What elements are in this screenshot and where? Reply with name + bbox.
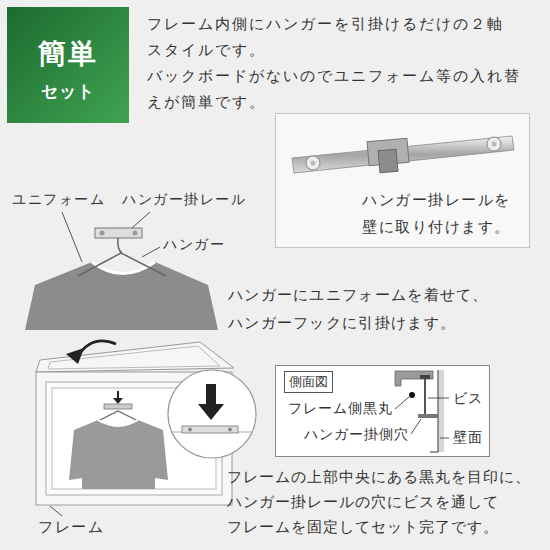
photo-caption: ハンガー掛レールを 壁に取り付けます。	[362, 187, 524, 241]
uniform-drawing-part	[100, 231, 105, 236]
rail-photo-part	[306, 156, 320, 170]
view-tab: 側面図	[284, 371, 333, 393]
rail-photo-part	[292, 136, 514, 173]
rail-photo-part	[311, 161, 316, 166]
rail-box-ground-part	[275, 113, 530, 248]
uniform-drawing-part	[25, 262, 218, 330]
uniform-drawing-part	[133, 231, 138, 236]
part-label: ビス	[453, 390, 483, 408]
side-view-drawing-part	[395, 371, 433, 386]
frame-drawing-part	[168, 370, 256, 458]
frame-drawing-part	[117, 391, 119, 399]
uniform-drawing-part	[78, 253, 166, 276]
side-view-drawing-part	[409, 392, 415, 398]
frame-drawing-part	[48, 346, 220, 369]
side-view-drawing-part	[411, 419, 421, 434]
frame-drawing-part	[113, 398, 123, 404]
part-label: ハンガー掛側穴	[304, 426, 409, 444]
part-label: ユニフォーム	[12, 191, 105, 209]
frame-drawing-part	[98, 420, 138, 426]
badge-subtitle: セット	[7, 80, 129, 103]
part-label: ハンガー	[163, 236, 225, 254]
uniform-drawing-part	[95, 228, 142, 238]
side-view-drawing-part	[437, 370, 438, 452]
frame-drawing-part	[36, 342, 234, 372]
rail-box-ground	[275, 113, 530, 248]
frame-drawing-part	[198, 404, 224, 420]
frame-drawing-part	[188, 428, 192, 432]
badge-title: 簡単	[7, 35, 129, 73]
uniform-drawing-part	[132, 212, 150, 228]
side-view-ground	[275, 365, 490, 457]
frame-drawing-part	[66, 348, 84, 364]
photo-box: ハンガー掛レールを 壁に取り付けます。	[275, 113, 530, 248]
side-view-ground-part	[275, 365, 490, 457]
side-view-drawing-part	[420, 375, 430, 379]
uniform-drawing-part	[142, 247, 160, 257]
uniform-drawing-part	[62, 212, 82, 262]
side-view-drawing-part	[428, 398, 449, 399]
side-view-drawing-part	[438, 370, 444, 452]
frame-drawing-part	[50, 506, 62, 516]
frame-drawing-part	[69, 420, 168, 489]
side-view-drawing-part	[440, 438, 449, 439]
frame-drawing	[36, 341, 256, 516]
frame-drawing-part	[182, 426, 238, 433]
step-text: フレームの上部中央にある黒丸を目印に、 ハンガー掛レールの穴にビスを通して フレ…	[227, 465, 545, 540]
intro-text: バックボードがないのでユニフォーム等の入れ替 えが簡単です。	[147, 63, 542, 115]
rail-photo-part	[487, 137, 501, 151]
part-label: フレーム	[38, 518, 104, 537]
side-view-drawing-part	[424, 379, 426, 416]
rail-photo-part	[378, 149, 398, 172]
side-view-box: 側面図フレーム側黒丸ハンガー掛側穴 ビス壁面	[275, 365, 490, 457]
part-label: 壁面	[453, 429, 483, 447]
intro-text: フレーム内側にハンガーを引掛けるだけの２軸 スタイルです。	[147, 11, 542, 63]
rail-photo	[292, 136, 514, 173]
part-label: フレーム側黒丸	[288, 400, 393, 418]
frame-drawing-part	[206, 384, 216, 406]
side-view-drawing-part	[395, 397, 409, 409]
uniform-drawing	[25, 212, 218, 330]
part-label: ハンガー掛レール	[122, 191, 246, 209]
side-view-drawing-part	[430, 451, 438, 452]
frame-drawing-part	[228, 428, 232, 432]
rail-photo-part	[492, 142, 497, 147]
badge-box: 簡単セット	[7, 7, 129, 123]
side-view-drawing-part	[418, 414, 438, 418]
frame-drawing-part	[104, 404, 132, 409]
step-text: ハンガーにユニフォームを着せて、 ハンガーフックに引掛けます。	[228, 281, 528, 337]
uniform-drawing-part	[118, 238, 122, 253]
